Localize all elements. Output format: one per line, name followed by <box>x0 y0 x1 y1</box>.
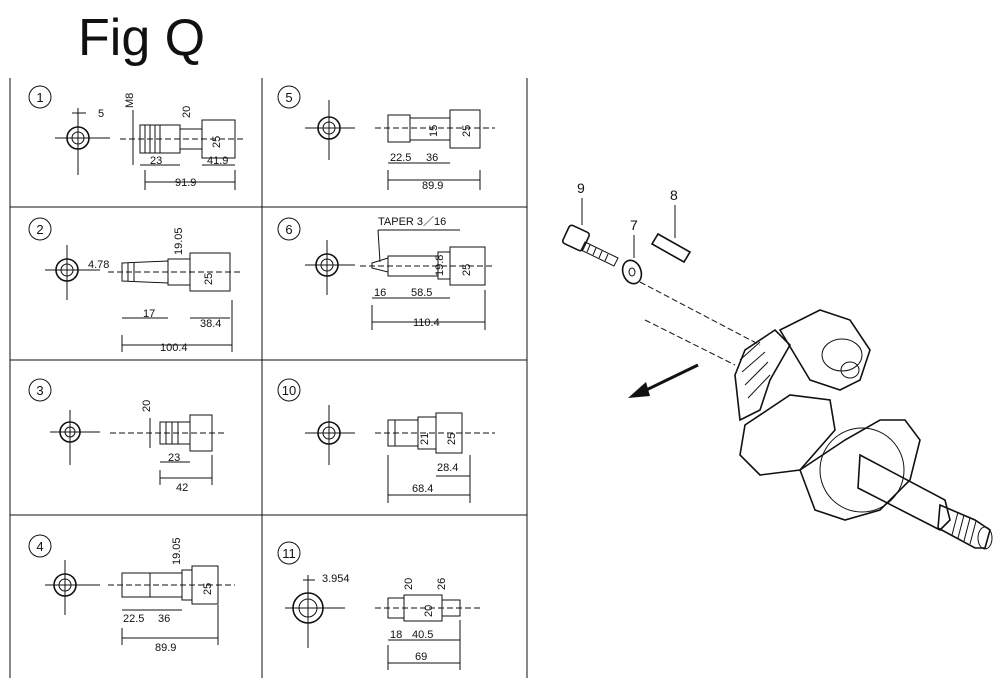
panel-number: 4 <box>36 539 43 554</box>
panel-5: 5 15 25 22.5 36 89.9 <box>277 85 495 192</box>
part-callout-7: 7 <box>630 217 638 233</box>
dim-label: 38.4 <box>200 318 221 330</box>
dim-label: 89.9 <box>155 642 176 654</box>
direction-arrow <box>628 363 699 398</box>
panel-number: 6 <box>285 222 292 237</box>
dim-label: 5 <box>98 108 104 120</box>
dim-label: 26 <box>436 578 448 590</box>
dim-label: 69 <box>415 651 427 663</box>
dim-label: 100.4 <box>160 342 188 354</box>
dim-label: 20 <box>181 106 193 118</box>
dim-label: 36 <box>426 152 438 164</box>
dim-label: 110.4 <box>413 317 440 329</box>
panel-10: 10 21 25 28.4 68.4 <box>277 378 495 503</box>
panel-number: 1 <box>36 90 43 105</box>
part-callout-8: 8 <box>670 187 678 203</box>
dim-label: 25 <box>211 136 223 148</box>
dim-label: 28.4 <box>437 462 458 474</box>
dim-label: 20 <box>403 578 415 590</box>
dim-label: 68.4 <box>412 483 433 495</box>
panel-number-circle <box>28 85 52 109</box>
panel-number: 3 <box>36 383 43 398</box>
dim-label: 25 <box>202 583 214 595</box>
dim-label: M8 <box>124 93 136 108</box>
panel-number: 11 <box>282 546 296 561</box>
dim-label: 22.5 <box>390 152 411 164</box>
dim-label: 23 <box>150 155 162 167</box>
dim-label: 22.5 <box>123 613 144 625</box>
dim-label: 19.05 <box>171 537 183 565</box>
dim-label: 91.9 <box>175 177 196 189</box>
washer-part <box>621 259 643 285</box>
dim-label: 17 <box>143 308 155 320</box>
dim-label: 15 <box>428 125 440 137</box>
dim-label: 19.8 <box>434 255 446 276</box>
panel-11: 11 3.954 20 26 20 18 40.5 69 <box>277 541 480 670</box>
panel-number: 2 <box>36 222 43 237</box>
panel-number: 5 <box>285 90 292 105</box>
dim-label: 36 <box>158 613 170 625</box>
dim-label: 23 <box>168 452 180 464</box>
dim-label: 25 <box>203 273 215 285</box>
panel-4: 4 19.05 25 22.5 36 89.9 <box>28 534 235 654</box>
panel-1: 1 5 M8 20 25 23 41.9 91.9 <box>28 85 245 190</box>
dim-label: 4.78 <box>88 259 109 271</box>
panel-3: 3 20 23 42 <box>28 378 225 494</box>
dim-label: 3.954 <box>322 573 350 585</box>
crankshaft-part <box>734 309 993 550</box>
figure-title: Fig Q <box>78 9 206 67</box>
dim-label: 19.05 <box>173 227 185 255</box>
dim-label: 58.5 <box>411 287 432 299</box>
dim-label: 25 <box>446 433 458 445</box>
key-part <box>650 232 692 264</box>
dim-label: 20 <box>423 605 435 617</box>
panel-number: 10 <box>282 383 296 398</box>
taper-label: TAPER 3／16 <box>378 215 446 228</box>
dim-label: 40.5 <box>412 629 433 641</box>
dim-label: 18 <box>390 629 402 641</box>
dim-label: 21 <box>419 433 431 445</box>
dim-label: 20 <box>141 400 153 412</box>
dim-label: 25 <box>461 264 473 276</box>
dim-label: 89.9 <box>422 180 443 192</box>
panel-2: 2 4.78 19.05 25 17 38.4 100.4 <box>28 217 240 354</box>
crankshaft-exploded-view: 9 7 8 <box>561 180 993 550</box>
bolt-part <box>561 224 619 267</box>
part-callout-9: 9 <box>577 180 585 196</box>
dim-label: 41.9 <box>207 155 228 167</box>
dim-label: 42 <box>176 482 188 494</box>
panel-grid <box>9 78 528 678</box>
dim-label: 16 <box>374 287 386 299</box>
panel-6: 6 TAPER 3／16 19.8 25 16 58.5 110.4 <box>277 215 495 330</box>
dim-label: 25 <box>461 125 473 137</box>
